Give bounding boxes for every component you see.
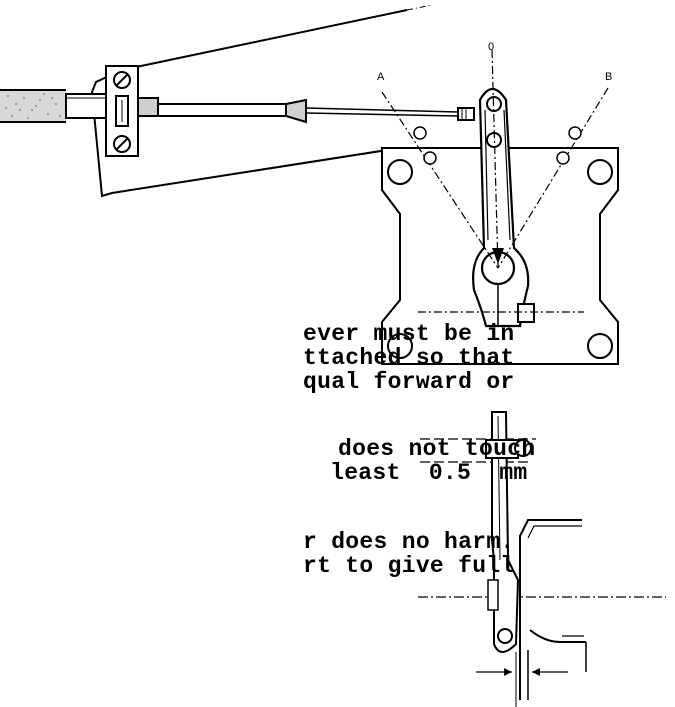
text-line-7: rt to give full xyxy=(303,553,515,579)
cable-housing xyxy=(0,90,66,122)
lever-plate-assembly xyxy=(382,50,618,364)
text-line-1: ever must be in xyxy=(303,321,515,347)
line-a xyxy=(382,92,498,268)
plate-hole-bl xyxy=(388,334,412,358)
text-line-2: ttached so that xyxy=(303,345,515,371)
plate-hole-tr xyxy=(588,160,612,184)
side-bottom-hole xyxy=(498,629,512,643)
text-line-3: qual forward or xyxy=(303,369,515,395)
side-pin-knob xyxy=(515,440,531,456)
text-line-5: least 0.5 mm xyxy=(316,460,528,486)
plate-hole-tl xyxy=(388,160,412,184)
text-line-6: r does no harm. xyxy=(303,529,515,555)
line-o xyxy=(492,50,498,268)
label-b: B xyxy=(605,71,612,83)
label-a: A xyxy=(377,71,385,83)
line-b xyxy=(498,88,608,268)
side-housing xyxy=(520,520,582,700)
text-line-4: does not touch xyxy=(338,436,536,462)
side-view xyxy=(418,412,666,707)
plate-hole-br xyxy=(588,334,612,358)
label-o: 0 xyxy=(488,41,494,53)
cable-assembly xyxy=(0,5,474,196)
